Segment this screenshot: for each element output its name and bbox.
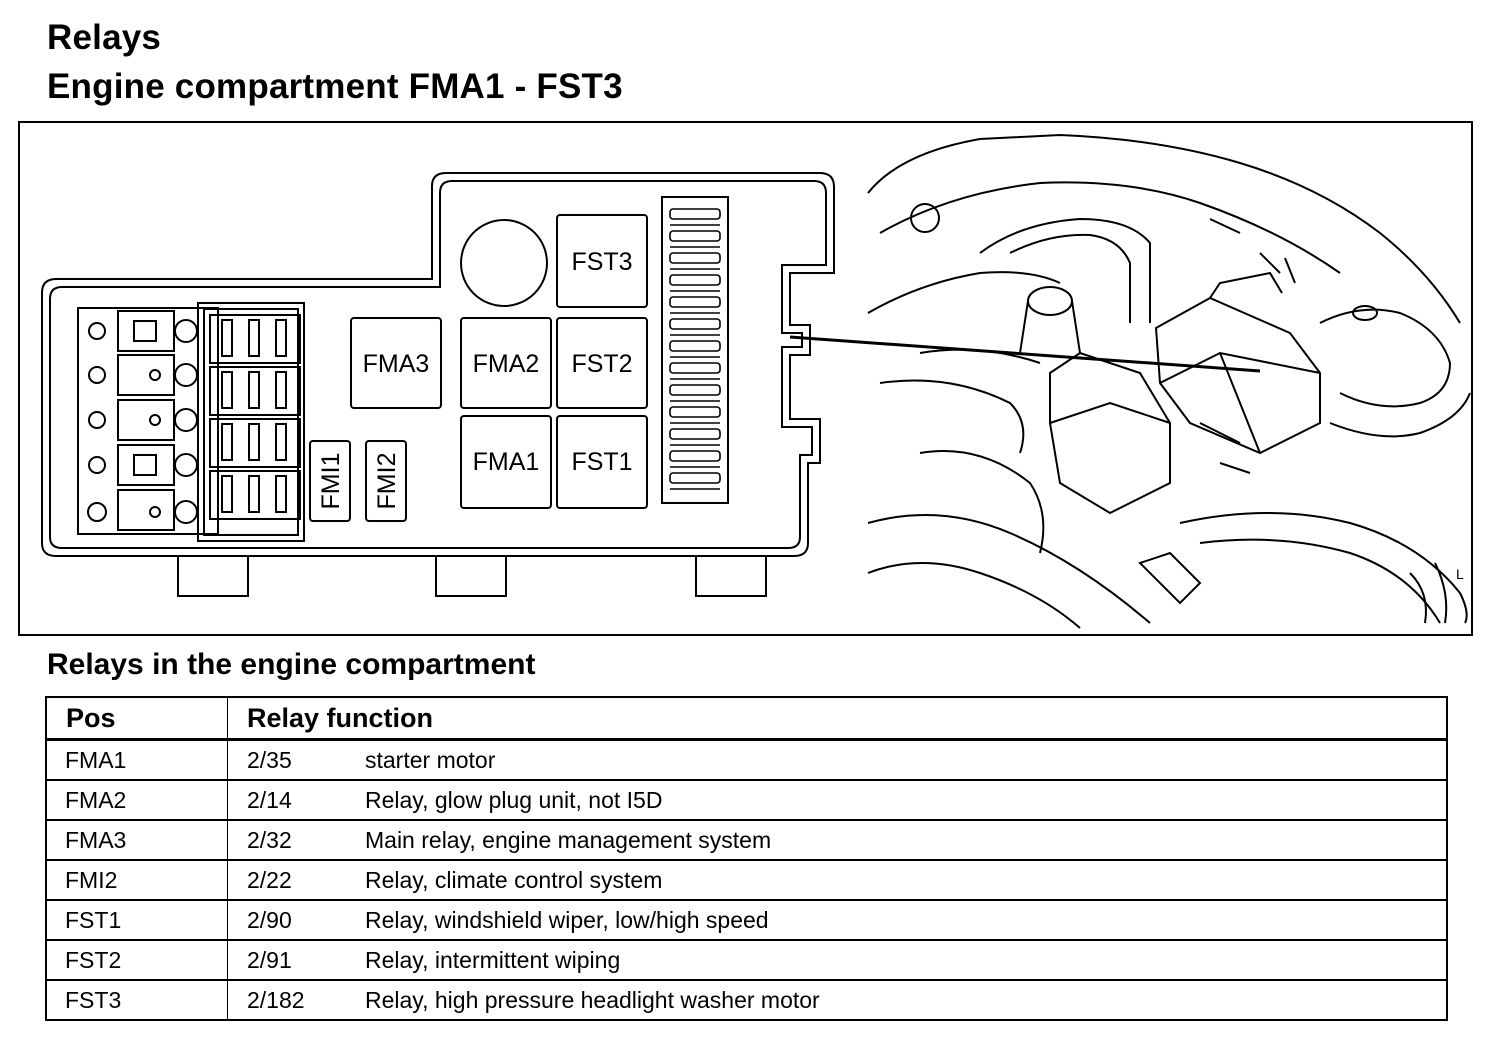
table-header-row: Pos Relay function — [46, 697, 1447, 741]
maxi-fuses — [209, 314, 301, 520]
relay-box-diagram: FST3 FMA3 FMA2 FST2 FMA1 FST1 FMI1 FMI2 — [41, 133, 1471, 629]
fuse-pins — [87, 322, 107, 522]
table-row: FMA1 2/35 starter motor — [46, 738, 1447, 780]
label-fma1: FMA1 — [473, 448, 540, 476]
cell-function: Relay, glow plug unit, not I5D — [365, 779, 1447, 820]
mini-fuses — [669, 208, 721, 490]
label-fst1: FST1 — [571, 448, 632, 476]
relay-fma3 — [350, 317, 442, 409]
label-fmi2: FMI2 — [373, 453, 401, 510]
table-row: FST3 2/182 Relay, high pressure headligh… — [46, 979, 1447, 1020]
relay-fst3 — [556, 214, 648, 308]
leader-line — [789, 335, 1261, 373]
fuse-slots — [117, 310, 198, 531]
cell-pos: FST1 — [46, 899, 228, 940]
cell-code: 2/182 — [227, 979, 365, 1020]
cell-code: 2/91 — [227, 939, 365, 980]
cell-function: Relay, climate control system — [365, 859, 1447, 900]
label-fmi1: FMI1 — [317, 453, 345, 510]
cell-code: 2/14 — [227, 779, 365, 820]
cell-function: Relay, high pressure headlight washer mo… — [365, 979, 1447, 1020]
fuse-rail — [77, 307, 219, 535]
cell-pos: FST3 — [46, 979, 228, 1020]
cell-pos: FMA1 — [46, 738, 228, 780]
maxi-fuse-block — [197, 302, 305, 542]
cell-code: 2/90 — [227, 899, 365, 940]
table-row: FMA2 2/14 Relay, glow plug unit, not I5D — [46, 779, 1447, 820]
column-header-pos: Pos — [46, 697, 228, 741]
cell-pos: FMA2 — [46, 779, 228, 820]
cell-pos: FST2 — [46, 939, 228, 980]
label-fma3: FMA3 — [363, 350, 430, 378]
relay-table: Pos Relay function FMA1 2/35 starter mot… — [45, 696, 1448, 1021]
cell-pos: FMI2 — [46, 859, 228, 900]
relay-box-inner-outline — [49, 180, 827, 549]
cell-function: starter motor — [365, 738, 1447, 780]
relay-fma2 — [460, 317, 552, 409]
label-fst2: FST2 — [571, 350, 632, 378]
table-row: FST2 2/91 Relay, intermittent wiping — [46, 939, 1447, 980]
relay-fmi2 — [365, 440, 407, 522]
cell-function: Relay, windshield wiper, low/high speed — [365, 899, 1447, 940]
table-heading: Relays in the engine compartment — [47, 648, 536, 681]
page-title: Relays — [47, 18, 162, 57]
cell-code: 2/22 — [227, 859, 365, 900]
cell-function: Main relay, engine management system — [365, 819, 1447, 860]
cell-function: Relay, intermittent wiping — [365, 939, 1447, 980]
cell-code: 2/35 — [227, 738, 365, 780]
page-subtitle: Engine compartment FMA1 - FST3 — [47, 67, 623, 106]
relay-fma1 — [460, 415, 552, 509]
relay-fmi1 — [309, 440, 351, 522]
table-row: FMI2 2/22 Relay, climate control system — [46, 859, 1447, 900]
label-fma2: FMA2 — [473, 350, 540, 378]
mount-tab — [177, 555, 249, 597]
table-row: FST1 2/90 Relay, windshield wiper, low/h… — [46, 899, 1447, 940]
table-row: FMA3 2/32 Main relay, engine management … — [46, 819, 1447, 860]
cell-code: 2/32 — [227, 819, 365, 860]
round-socket — [460, 219, 548, 307]
mount-tab — [435, 555, 507, 597]
mount-tab — [695, 555, 767, 597]
cell-pos: FMA3 — [46, 819, 228, 860]
engine-bay-illustration — [867, 133, 1471, 629]
column-header-relay-function: Relay function — [227, 697, 1447, 741]
fuse-strip — [661, 196, 729, 504]
relay-box-outline — [41, 172, 835, 557]
relay-fst1 — [556, 415, 648, 509]
relay-box-figure: FST3 FMA3 FMA2 FST2 FMA1 FST1 FMI1 FMI2 — [18, 121, 1473, 636]
label-fst3: FST3 — [571, 248, 632, 276]
corner-mark: L — [1456, 566, 1464, 582]
relay-fst2 — [556, 317, 648, 409]
